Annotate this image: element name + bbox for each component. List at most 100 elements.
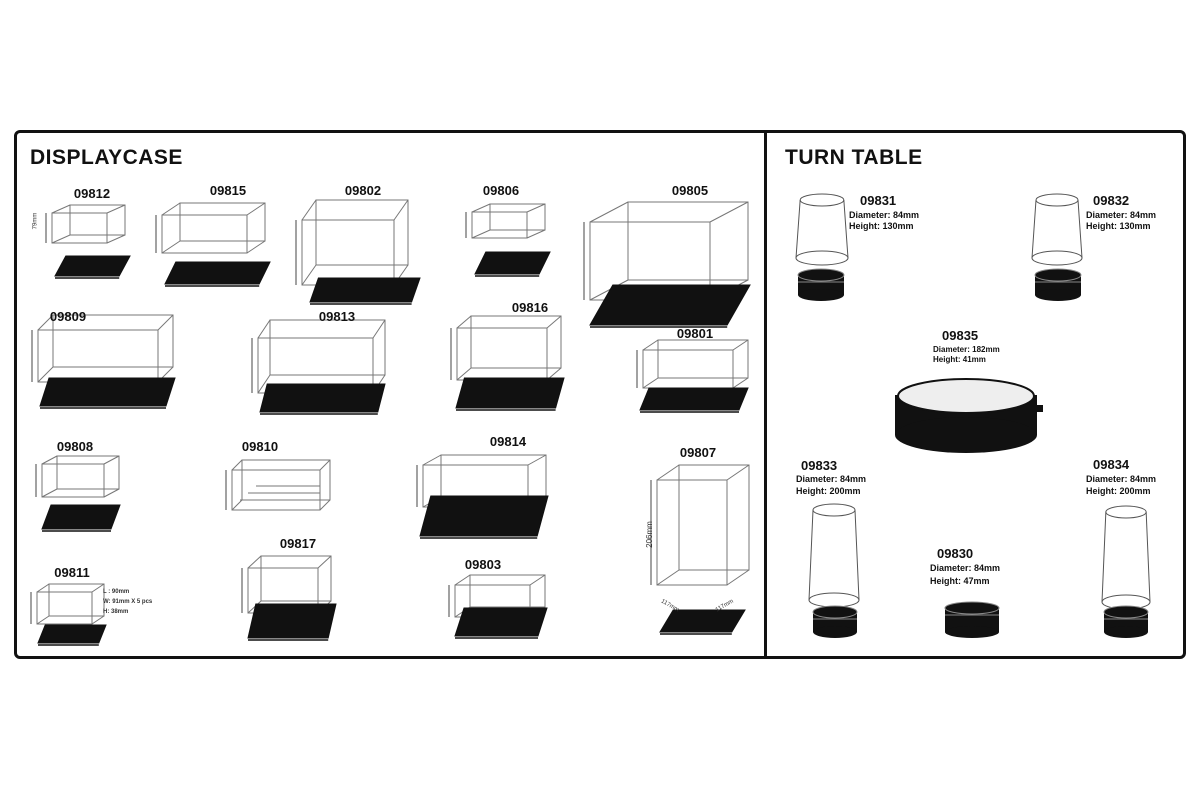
- case-depth-edge: [732, 339, 749, 351]
- case-depth-edge: [257, 319, 271, 339]
- product-code: 09835: [942, 328, 979, 343]
- displaycase-title: DISPLAYCASE: [30, 146, 183, 169]
- case-depth-edge: [642, 339, 659, 351]
- case-base: [309, 277, 421, 303]
- case-depth-edge: [106, 204, 126, 214]
- case-back-edge: [469, 574, 546, 608]
- case-depth-edge: [161, 240, 181, 254]
- product-code: 09832: [1093, 193, 1130, 208]
- diameter-spec: Diameter: 84mm: [1086, 474, 1157, 484]
- product-code: 09801: [676, 326, 714, 341]
- case-depth-edge: [726, 569, 750, 586]
- case-depth-edge: [454, 574, 471, 586]
- case-front-edge: [51, 212, 108, 244]
- case-depth-edge: [589, 201, 629, 223]
- case-depth-edge: [41, 455, 58, 465]
- product-code: 09803: [464, 557, 502, 572]
- case-depth-edge: [106, 234, 126, 244]
- case-depth-edge: [317, 555, 332, 569]
- spec-height: H: 38mm: [103, 609, 129, 615]
- case-depth-edge: [246, 202, 266, 216]
- case-base: [54, 255, 131, 277]
- product-code: 09808: [56, 439, 94, 454]
- case-front-edge: [37, 329, 159, 383]
- case-back-edge: [678, 464, 750, 571]
- case-front-edge: [231, 469, 321, 511]
- case-base: [659, 609, 746, 633]
- spec-length: L : 90mm: [103, 589, 130, 595]
- case-back-edge: [260, 555, 332, 602]
- case-depth-edge: [456, 367, 472, 381]
- case-depth-edge: [41, 488, 58, 498]
- case-back-edge: [52, 314, 174, 368]
- product-code: 09806: [482, 183, 520, 198]
- case-depth-edge: [161, 202, 181, 216]
- case-base: [39, 377, 176, 407]
- case-base: [455, 377, 565, 409]
- case-front-edge: [656, 479, 728, 586]
- product-code: 09817: [279, 536, 317, 551]
- glass-dome-top: [1105, 505, 1147, 519]
- case-depth-edge: [51, 204, 71, 214]
- case-front-edge: [642, 349, 734, 389]
- glass-dome-top: [812, 503, 856, 517]
- case-base: [419, 495, 549, 537]
- case-depth-edge: [91, 615, 105, 625]
- black-base-bottom: [1035, 289, 1081, 301]
- height-spec: Height: 130mm: [1086, 221, 1151, 231]
- case-base: [164, 261, 271, 285]
- glass-dome: [1101, 511, 1151, 603]
- case-back-edge: [470, 315, 562, 369]
- case-depth-edge: [709, 201, 749, 223]
- case-base: [474, 251, 551, 275]
- product-code: 09831: [860, 193, 897, 208]
- product-code: 09833: [801, 458, 838, 473]
- case-depth-edge: [157, 314, 174, 331]
- case-front-edge: [41, 463, 105, 498]
- diameter-spec: Diameter: 84mm: [930, 563, 1001, 573]
- black-base-bottom: [798, 289, 844, 301]
- catalog-frame: [14, 130, 1186, 659]
- height-spec: Height: 47mm: [930, 576, 990, 586]
- product-code: 09813: [318, 309, 356, 324]
- case-depth-edge: [257, 374, 271, 394]
- case-depth-edge: [231, 459, 243, 471]
- glass-dome-top: [1035, 193, 1079, 207]
- diameter-spec: Diameter: 84mm: [849, 210, 920, 220]
- height-spec: Height: 130mm: [849, 221, 914, 231]
- case-front-edge: [161, 214, 248, 254]
- diameter-spec: Diameter: 182mm: [933, 345, 1000, 354]
- case-back-edge: [69, 204, 126, 236]
- spec-width: W: 91mm X 5 pcs: [103, 599, 153, 605]
- black-base-bottom: [945, 626, 999, 638]
- case-base: [41, 504, 121, 530]
- case-back-edge: [241, 459, 331, 501]
- case-depth-edge: [247, 555, 262, 569]
- glass-dome-bottom: [808, 592, 860, 608]
- case-depth-edge: [471, 229, 491, 239]
- case-depth-edge: [526, 203, 546, 213]
- product-code: 09802: [344, 183, 382, 198]
- case-depth-edge: [37, 366, 54, 383]
- case-base: [454, 607, 548, 637]
- glass-dome-bottom: [795, 250, 849, 266]
- product-code: 09810: [241, 439, 279, 454]
- product-code: 09814: [489, 434, 527, 449]
- case-depth-edge: [36, 615, 50, 625]
- case-base: [37, 624, 107, 644]
- case-depth-edge: [529, 574, 546, 586]
- case-depth-edge: [301, 264, 317, 286]
- product-code: 09815: [209, 183, 247, 198]
- glass-dome-bottom: [1031, 250, 1083, 266]
- case-back-edge: [179, 202, 266, 242]
- case-depth-edge: [246, 240, 266, 254]
- case-back-edge: [440, 454, 547, 498]
- black-base-bottom: [1104, 626, 1148, 638]
- case-depth-edge: [319, 459, 331, 471]
- black-base-bottom: [813, 626, 857, 638]
- product-code: 09812: [73, 186, 111, 201]
- turntable-switch: [1037, 405, 1043, 412]
- case-depth-edge: [589, 279, 629, 301]
- case-depth-edge: [91, 583, 105, 593]
